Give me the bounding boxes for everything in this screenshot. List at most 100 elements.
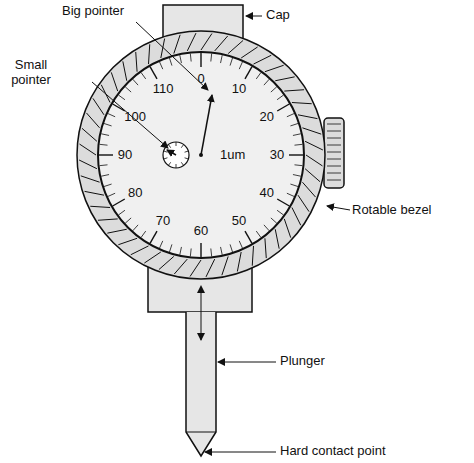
stroke xyxy=(294,144,302,146)
stroke xyxy=(265,65,284,71)
stroke xyxy=(292,208,301,226)
stroke xyxy=(200,53,201,67)
stroke xyxy=(264,225,269,231)
stroke xyxy=(271,87,277,92)
stroke xyxy=(136,52,137,72)
stroke xyxy=(99,154,113,155)
stroke xyxy=(164,158,168,159)
stroke xyxy=(239,241,242,248)
stroke xyxy=(131,246,149,255)
stroke xyxy=(264,79,269,85)
part-label: Small pointer xyxy=(6,58,56,88)
stroke xyxy=(123,61,127,80)
stroke xyxy=(176,142,177,146)
stroke xyxy=(180,247,182,255)
stroke xyxy=(104,184,112,186)
stroke xyxy=(187,33,196,51)
stroke xyxy=(290,123,298,125)
stroke xyxy=(327,131,341,132)
stroke xyxy=(228,40,243,53)
stroke xyxy=(327,166,341,167)
scale-number: 20 xyxy=(260,110,274,125)
stroke xyxy=(327,152,341,153)
stroke xyxy=(176,164,177,168)
stroke xyxy=(201,33,212,50)
stroke xyxy=(252,246,253,266)
stroke xyxy=(221,55,223,63)
stroke xyxy=(210,248,212,256)
stroke xyxy=(230,58,232,66)
unit-label: 1um xyxy=(220,148,245,163)
stroke xyxy=(327,180,341,181)
stroke xyxy=(185,158,189,159)
stroke xyxy=(100,164,108,166)
stroke xyxy=(168,144,170,147)
part-label: Rotable bezel xyxy=(352,203,432,218)
stroke xyxy=(133,79,138,85)
stroke xyxy=(221,247,223,255)
stroke xyxy=(327,124,341,125)
stroke xyxy=(290,184,298,186)
stroke xyxy=(289,154,303,155)
scale-number: 90 xyxy=(118,148,132,163)
stroke xyxy=(190,260,201,277)
stroke xyxy=(293,175,301,177)
stroke xyxy=(284,90,304,91)
big-pointer xyxy=(201,95,212,155)
stroke xyxy=(107,229,126,233)
stroke xyxy=(298,115,317,119)
stroke xyxy=(108,114,115,117)
stroke xyxy=(245,67,252,79)
stroke xyxy=(111,72,117,91)
stroke xyxy=(327,159,341,160)
stroke xyxy=(85,191,104,195)
stroke xyxy=(101,175,109,177)
dial-face xyxy=(98,52,304,258)
stroke xyxy=(293,134,301,136)
stroke xyxy=(210,54,212,62)
stroke xyxy=(284,219,290,238)
rotable-bezel xyxy=(77,31,325,279)
stroke xyxy=(150,231,157,243)
scale-number: 100 xyxy=(124,110,146,125)
stroke xyxy=(287,114,294,117)
stroke xyxy=(190,248,192,256)
scale-number: 10 xyxy=(232,82,246,97)
stroke xyxy=(101,134,109,136)
stroke xyxy=(125,218,131,223)
stroke xyxy=(108,193,115,196)
scale-number: 40 xyxy=(260,186,274,201)
stroke xyxy=(160,62,163,69)
stroke xyxy=(113,199,125,206)
stroke xyxy=(256,72,261,78)
stroke xyxy=(302,128,321,134)
stroke xyxy=(174,35,180,54)
stroke xyxy=(181,162,183,165)
stroke xyxy=(222,256,228,275)
stroke xyxy=(100,144,108,146)
scale-number: 0 xyxy=(197,72,204,87)
stroke xyxy=(169,244,171,252)
stroke xyxy=(275,77,294,81)
part-label: Hard contact point xyxy=(280,444,386,459)
stroke xyxy=(98,219,118,220)
stroke xyxy=(79,160,97,169)
stroke xyxy=(150,67,157,79)
stroke xyxy=(241,47,257,58)
stroke xyxy=(239,62,242,69)
stroke xyxy=(302,182,315,197)
scale-number: 30 xyxy=(270,148,284,163)
stroke xyxy=(271,218,277,223)
stroke xyxy=(298,195,309,211)
stroke xyxy=(141,231,146,237)
part-label: Big pointer xyxy=(62,4,124,19)
scale-number: 80 xyxy=(128,186,142,201)
stroke xyxy=(118,95,124,100)
stroke xyxy=(104,123,112,125)
stroke xyxy=(190,54,192,62)
stroke xyxy=(79,144,96,155)
stroke xyxy=(230,244,232,252)
scale-number: 70 xyxy=(156,213,170,228)
bezel-knob xyxy=(324,118,344,188)
